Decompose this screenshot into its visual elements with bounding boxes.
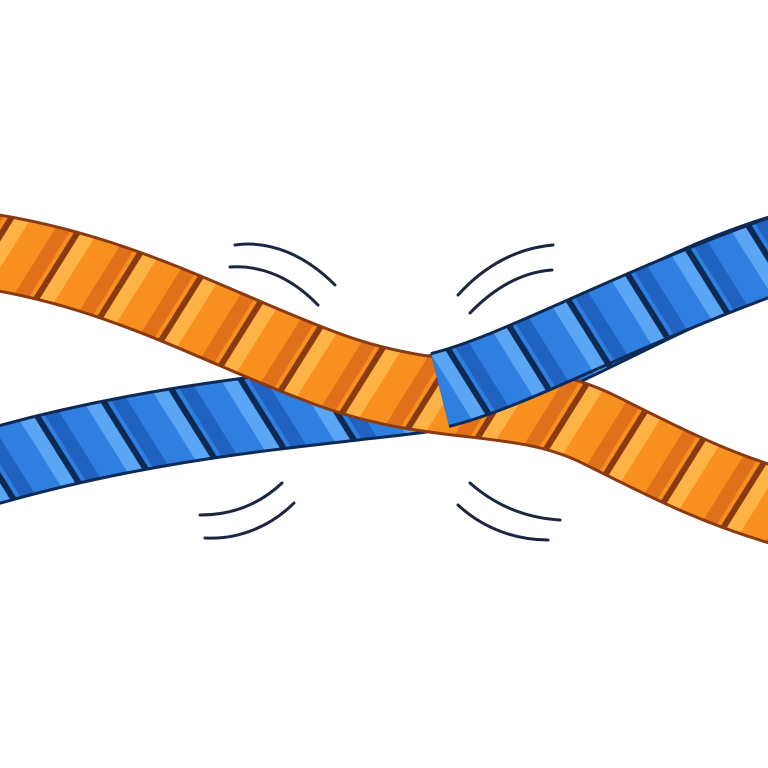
motion-lines-icon [198, 242, 562, 542]
blue-rope-overlap-segment [430, 216, 768, 428]
orange-rope-icon [0, 213, 768, 545]
